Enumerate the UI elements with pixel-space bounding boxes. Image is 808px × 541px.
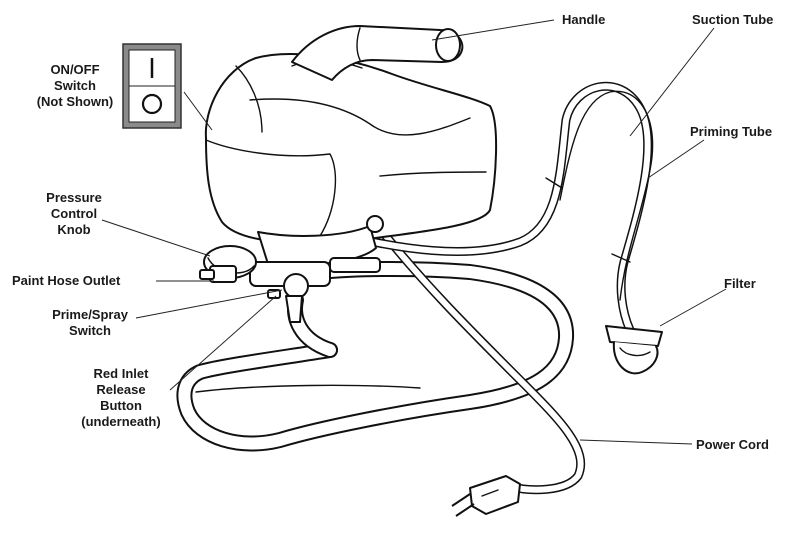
label-pressure-control-knob: Pressure Control Knob — [34, 190, 114, 238]
label-prime-spray-switch: Prime/Spray Switch — [42, 307, 138, 339]
handle — [291, 25, 464, 81]
label-on-off-switch: ON/OFF Switch (Not Shown) — [28, 62, 122, 110]
label-on-off-line-1: ON/OFF — [50, 62, 100, 77]
power-cord — [373, 221, 586, 495]
label-priming-tube: Priming Tube — [690, 124, 773, 139]
label-red-inlet-release-button: Red Inlet Release Button (underneath) — [66, 366, 176, 430]
leader-lines — [101, 19, 727, 445]
stand-frame — [176, 261, 575, 452]
label-red-inlet-line-2: Release — [96, 382, 146, 397]
label-red-inlet-line-1: Red Inlet — [93, 366, 149, 381]
label-power-cord: Power Cord — [696, 437, 769, 452]
label-red-inlet-line-4: (underneath) — [81, 414, 161, 429]
label-suction-tube: Suction Tube — [692, 12, 774, 27]
label-paint-hose-outlet: Paint Hose Outlet — [12, 273, 121, 288]
label-handle: Handle — [562, 12, 606, 27]
label-pressure-line-1: Pressure — [46, 190, 102, 205]
label-prime-spray-line-2: Switch — [69, 323, 111, 338]
label-prime-spray-line-1: Prime/Spray — [52, 307, 128, 322]
switch-symbol-off: O — [142, 90, 162, 120]
motor-housing — [204, 53, 498, 244]
label-red-inlet-line-3: Button — [100, 398, 142, 413]
label-filter: Filter — [724, 276, 756, 291]
filter — [605, 325, 663, 375]
prime-spray-switch — [283, 273, 309, 323]
pump-assembly — [249, 215, 384, 287]
label-pressure-line-2: Control — [50, 206, 98, 221]
label-on-off-line-2: Switch — [54, 78, 96, 93]
suction-tube — [325, 81, 653, 335]
switch-symbol-on: I — [144, 52, 160, 82]
paint-hose-outlet — [199, 265, 237, 283]
power-plug — [451, 475, 521, 517]
on-off-switch-inset — [122, 43, 182, 129]
label-pressure-line-3: Knob — [57, 222, 91, 237]
label-on-off-line-3: (Not Shown) — [36, 94, 114, 109]
priming-tube — [559, 90, 654, 301]
